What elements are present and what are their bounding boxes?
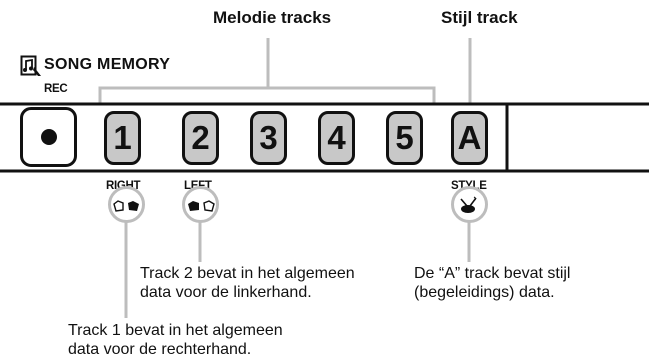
- track2-note: Track 2 bevat in het algemeen data voor …: [140, 264, 355, 302]
- drum-icon: [457, 195, 481, 215]
- song-memory-label: SONG MEMORY: [44, 56, 171, 73]
- track1-note: Track 1 bevat in het algemeen data voor …: [68, 321, 283, 359]
- song-memory-icon: [20, 55, 42, 77]
- style-note: De “A” track bevat stijl (begeleidings) …: [414, 264, 570, 302]
- style-track-title: Stijl track: [441, 8, 518, 27]
- track-1-button[interactable]: 1: [104, 111, 141, 165]
- track1-note-line1: Track 1 bevat in het algemeen: [68, 322, 283, 339]
- track2-note-line1: Track 2 bevat in het algemeen: [140, 265, 355, 282]
- track-2-button[interactable]: 2: [182, 111, 219, 165]
- right-hand-icon: [112, 198, 142, 214]
- left-hand-icon: [186, 198, 216, 214]
- melody-tracks-title: Melodie tracks: [213, 8, 332, 27]
- rec-label: REC: [44, 83, 68, 95]
- style-note-line2: (begeleidings) data.: [414, 284, 555, 301]
- track2-note-line2: data voor de linkerhand.: [140, 284, 312, 301]
- track1-note-line2: data voor de rechterhand.: [68, 341, 252, 358]
- track-3-button[interactable]: 3: [250, 111, 287, 165]
- track-5-button[interactable]: 5: [386, 111, 423, 165]
- style-note-line1: De “A” track bevat stijl: [414, 265, 571, 282]
- style-ring: [451, 186, 488, 223]
- style-track-button[interactable]: A: [451, 111, 488, 165]
- track-4-button[interactable]: 4: [318, 111, 355, 165]
- melody-bracket: [98, 86, 436, 103]
- record-dot-icon: [40, 129, 57, 145]
- record-button[interactable]: [20, 107, 77, 167]
